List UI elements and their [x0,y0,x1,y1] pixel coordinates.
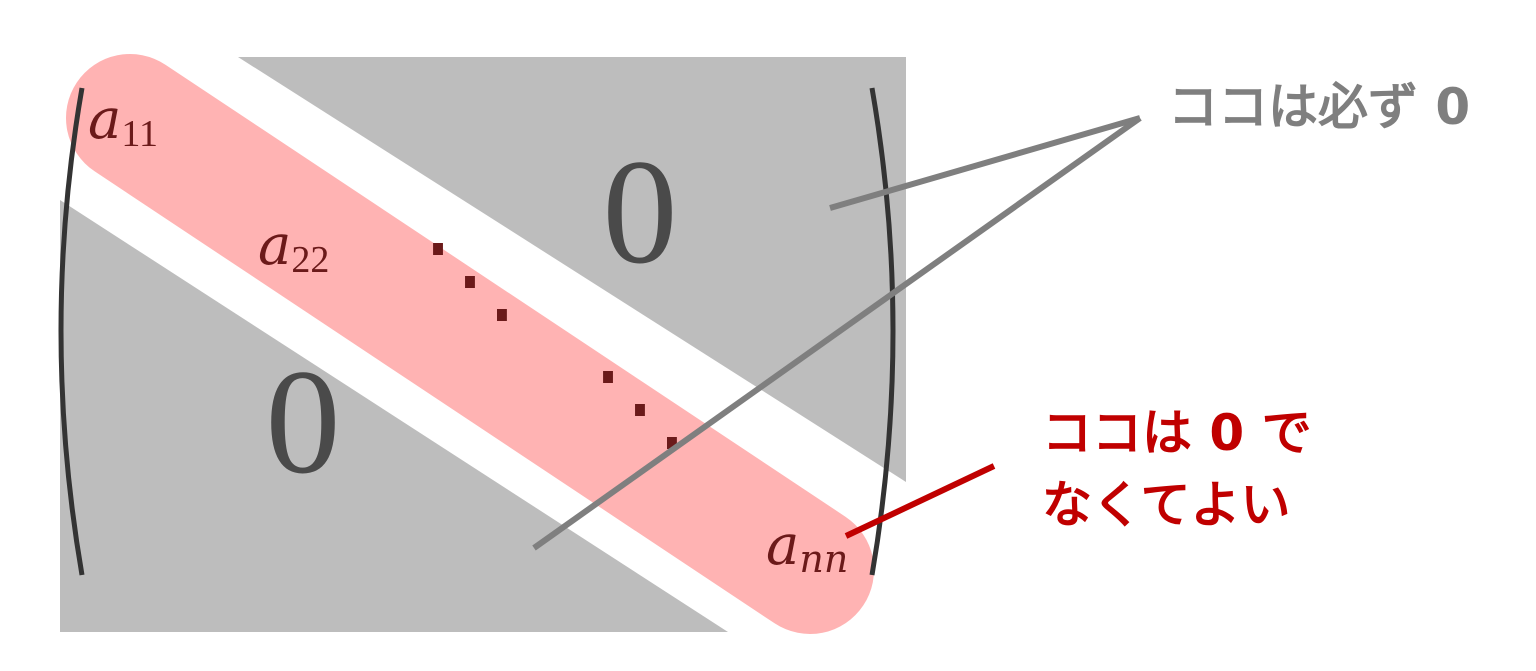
diagonal-highlight [66,54,874,634]
lower-zero-label: 0 [266,339,341,505]
diagonal-dots-1: ⋱ [422,226,518,333]
entry-a22: a22 [258,213,329,281]
diagonal-dots-2: ⋱ [592,354,688,461]
diagonal-callout-line-1: ココは 0 で [1042,404,1312,462]
diagonal-callout-line-2: なくてよい [1042,476,1291,534]
upper-zero-region [238,57,906,482]
upper-zero-label: 0 [603,129,678,295]
entry-ann: ann [766,513,848,581]
entry-a11: a11 [88,87,158,155]
lower-zero-region [60,200,728,632]
zero-region-callout: ココは必ず 0 [1168,78,1470,136]
right-bracket [869,87,896,576]
zero-leader-upper [829,115,1141,211]
diagonal-callout: ココは 0 で なくてよい [1042,404,1329,534]
diagonal-leader [844,463,996,539]
left-bracket [58,87,85,576]
zero-leader-lower [532,115,1142,551]
